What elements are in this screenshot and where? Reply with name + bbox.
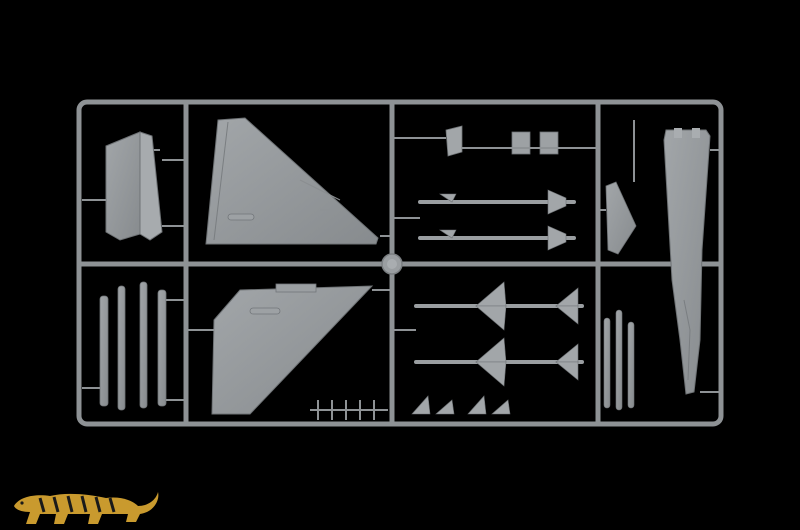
small-fin-parts (392, 329, 511, 415)
missile-lower-2 (414, 337, 584, 387)
delta-wing-upper (205, 117, 392, 245)
small-rods-right (603, 309, 635, 411)
sprue-frame (76, 99, 724, 427)
rudder-part (598, 120, 637, 255)
small-parts-comb (310, 400, 388, 420)
pylon-parts (82, 281, 186, 411)
fuselage-spine-part (663, 128, 720, 395)
sprue-hub (381, 253, 403, 275)
delta-wing-lower (186, 283, 392, 415)
missile-upper-1 (418, 189, 576, 215)
intake-half-right (139, 131, 184, 241)
missile-lower-1 (414, 281, 584, 331)
tiger-logo-icon (14, 492, 159, 524)
missile-upper-2 (418, 225, 576, 251)
small-bracket-parts (392, 125, 598, 219)
